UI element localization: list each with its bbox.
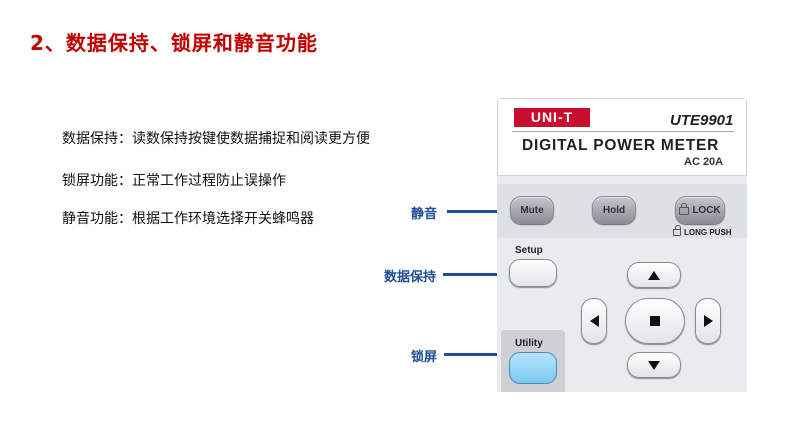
arrow-left-icon (589, 315, 599, 327)
hold-button[interactable]: Hold (592, 196, 636, 224)
mute-button[interactable]: Mute (510, 196, 554, 224)
unlock-icon (673, 225, 681, 236)
model-label: UTE9901 (670, 112, 734, 129)
nav-up-button[interactable] (627, 262, 681, 288)
device-name: DIGITAL POWER METER (522, 137, 720, 154)
feature-screen-lock: 锁屏功能：正常工作过程防止误操作 (62, 173, 286, 189)
feature-mute: 静音功能：根据工作环境选择开关蜂鸣器 (62, 211, 314, 227)
lock-icon (679, 203, 690, 215)
brand-logo: UNI-T (514, 108, 590, 127)
feature-data-hold: 数据保持：读数保持按键使数据捕捉和阅读更方便 (62, 131, 370, 147)
lock-button-label: LOCK (692, 204, 721, 216)
rating-label: AC 20A (684, 156, 724, 168)
arrow-right-icon (703, 315, 713, 327)
stop-square-icon (650, 316, 660, 326)
long-push-label: LONG PUSH (673, 225, 732, 237)
annotation-lock-arrow (444, 348, 511, 360)
annotation-lock: 锁屏 (411, 350, 438, 365)
arrow-up-icon (648, 270, 660, 280)
annotation-data-hold: 数据保持 (384, 270, 437, 285)
annotation-mute: 静音 (411, 207, 438, 222)
lock-button[interactable]: LOCK (675, 196, 725, 224)
arrow-down-icon (648, 360, 660, 370)
nav-right-button[interactable] (695, 298, 721, 344)
header-divider (512, 131, 734, 132)
nav-left-button[interactable] (581, 298, 607, 344)
utility-button[interactable] (509, 352, 557, 384)
nav-ok-button[interactable] (625, 298, 685, 344)
annotation-hold-arrow (443, 268, 510, 280)
nav-down-button[interactable] (627, 352, 681, 378)
device-front-panel: UNI-T UTE9901 DIGITAL POWER METER AC 20A… (497, 98, 747, 392)
utility-label: Utility (515, 338, 543, 349)
page-title: 2、数据保持、锁屏和静音功能 (30, 31, 318, 55)
setup-button[interactable] (509, 259, 557, 287)
setup-label: Setup (515, 245, 543, 256)
device-header: UNI-T UTE9901 DIGITAL POWER METER AC 20A (497, 98, 747, 176)
